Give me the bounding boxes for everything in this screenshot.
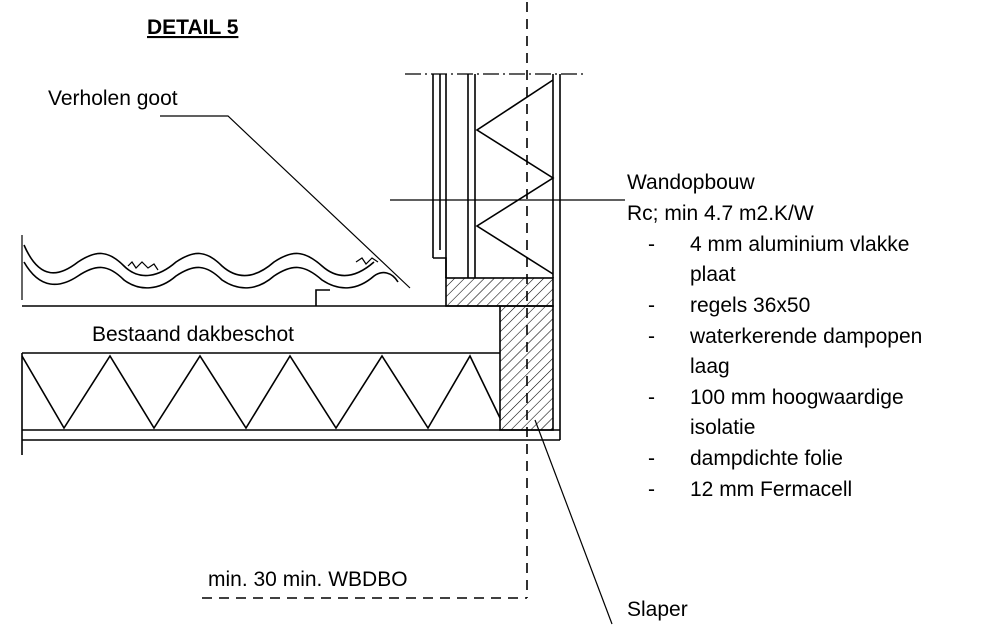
layer-line: waterkerende dampopen <box>689 325 922 348</box>
gutter-label: Verholen goot <box>48 87 178 110</box>
roof-deck <box>22 289 500 354</box>
wall-buildup-spec: Wandopbouw Rc; min 4.7 m2.K/W - 4 mm alu… <box>627 171 922 501</box>
layer-bullet: - <box>648 386 655 409</box>
roof-deck-label: Bestaand dakbeschot <box>92 323 294 346</box>
wall-buildup-section <box>432 74 561 430</box>
roof-insulation <box>21 354 501 430</box>
layer-line: dampdichte folie <box>690 447 843 470</box>
wall-buildup-rc: Rc; min 4.7 m2.K/W <box>627 202 814 225</box>
detail-title: DETAIL 5 <box>147 16 239 39</box>
layer-line: 12 mm Fermacell <box>690 478 852 501</box>
layer-bullet: - <box>648 325 655 348</box>
ceiling <box>21 353 561 455</box>
sleeper-label: Slaper <box>627 598 688 621</box>
roof-tiles <box>21 235 399 300</box>
layer-bullet: - <box>648 478 655 501</box>
layer-line: isolatie <box>690 416 755 439</box>
layer-line: plaat <box>690 263 736 286</box>
layer-line: regels 36x50 <box>690 294 810 317</box>
layer-bullet: - <box>648 294 655 317</box>
wall-buildup-heading: Wandopbouw <box>627 171 755 194</box>
layer-bullet: - <box>648 447 655 470</box>
layer-bullet: - <box>648 233 655 256</box>
layer-line: laag <box>690 355 730 378</box>
fire-rating-label: min. 30 min. WBDBO <box>208 568 408 591</box>
leader-lines <box>160 115 625 625</box>
timber-blocks <box>445 277 554 431</box>
layer-line: 100 mm hoogwaardige <box>690 386 904 409</box>
layer-line: 4 mm aluminium vlakke <box>690 233 909 256</box>
